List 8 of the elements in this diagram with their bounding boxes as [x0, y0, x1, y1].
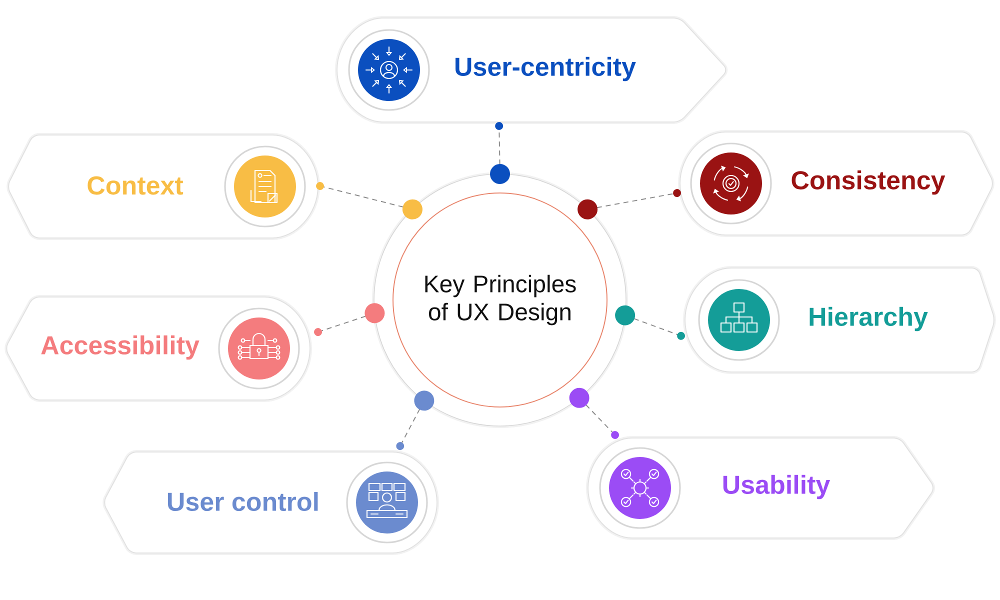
connector: [615, 305, 686, 340]
connector: [490, 122, 510, 184]
connector: [314, 303, 385, 336]
connector: [316, 182, 422, 220]
connector: [578, 189, 681, 220]
arrow-box: User-centricity: [335, 16, 728, 124]
connector: [396, 390, 434, 450]
connector: [569, 388, 620, 439]
